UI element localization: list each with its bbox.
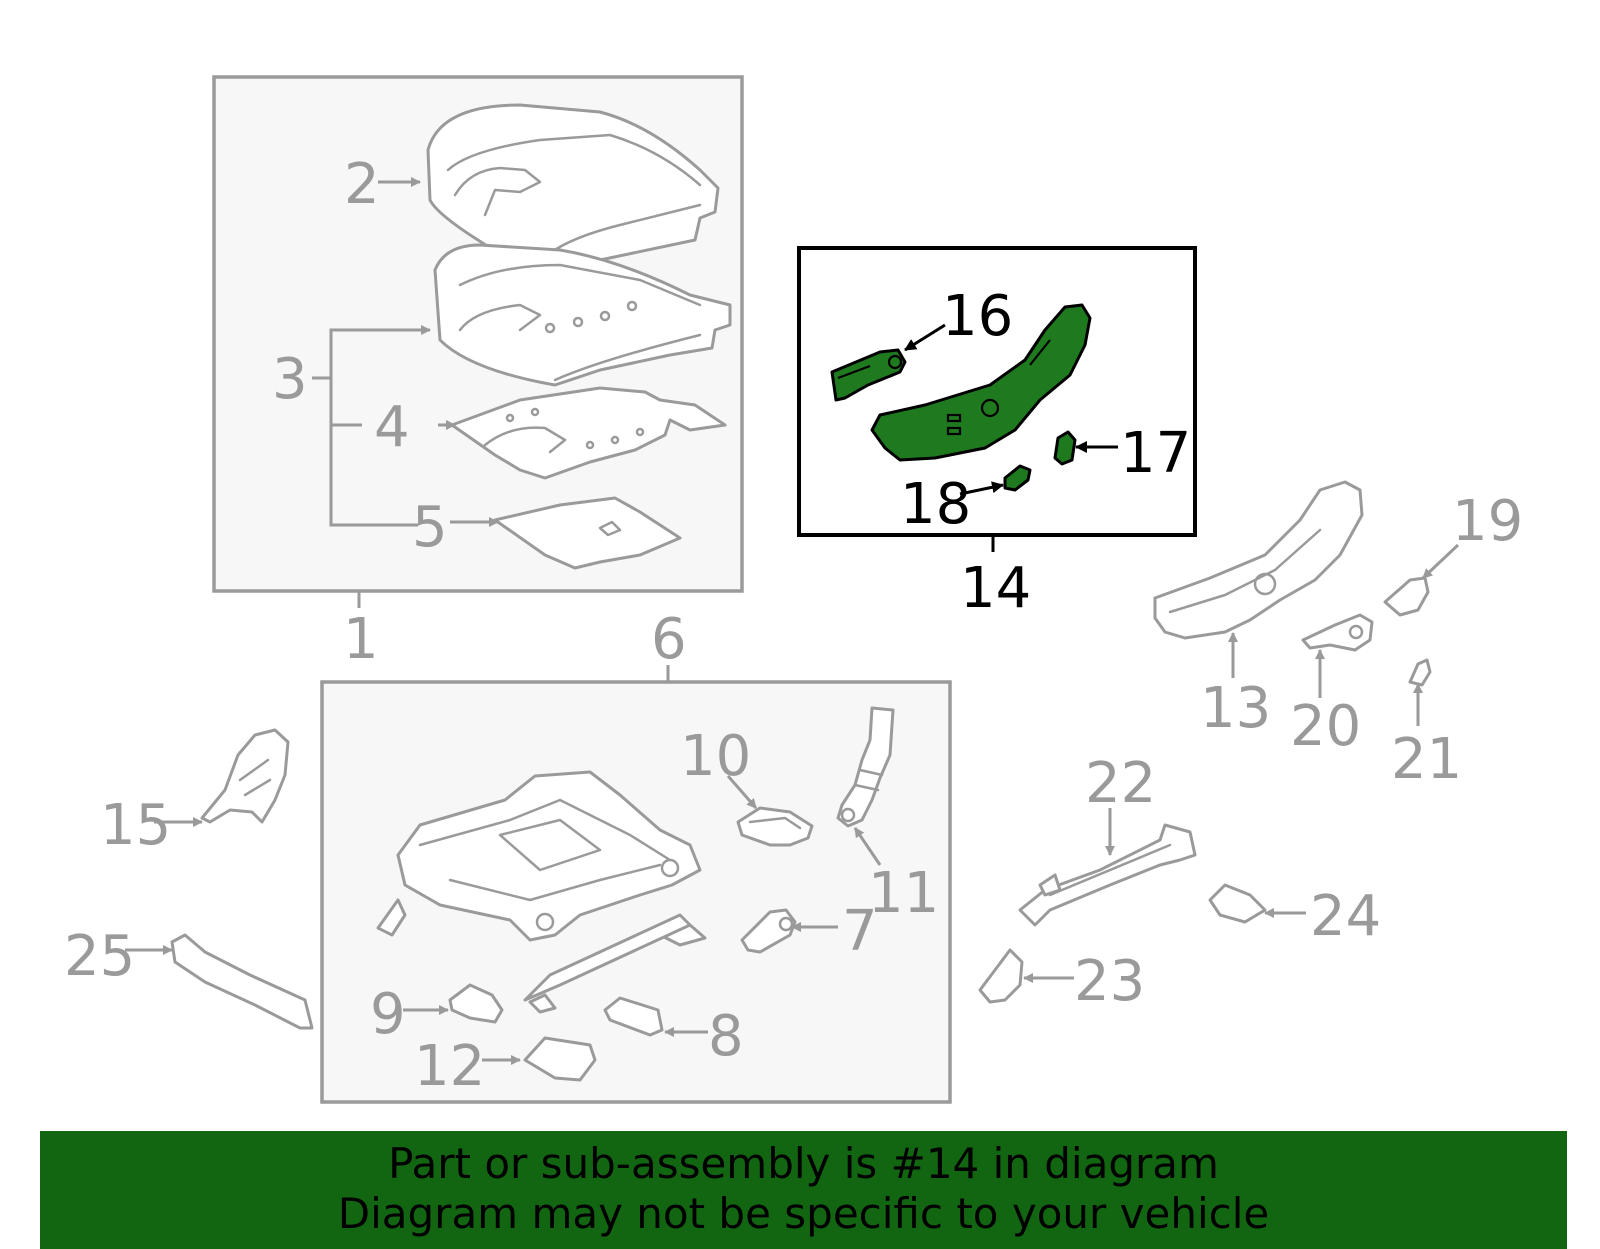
part-9-motor[interactable]	[448, 983, 504, 1024]
info-banner: Part or sub-assembly is #14 in diagram D…	[40, 1131, 1567, 1249]
callout-17: 17	[1120, 421, 1191, 486]
part-22-seat-track[interactable]	[1018, 823, 1197, 927]
part-10-module[interactable]	[736, 806, 814, 847]
part-24-cover[interactable]	[1208, 883, 1267, 924]
callout-7: 7	[842, 899, 878, 964]
part-15-bracket[interactable]	[200, 728, 290, 824]
part-20-lever[interactable]	[1301, 613, 1374, 652]
callout-25: 25	[64, 924, 135, 989]
callout-1: 1	[343, 607, 379, 672]
callout-15: 15	[100, 793, 171, 858]
callout-18: 18	[900, 472, 971, 537]
part-2-cushion-cover[interactable]	[426, 103, 720, 272]
part-19-clip[interactable]	[1383, 576, 1430, 617]
callout-13: 13	[1200, 676, 1271, 741]
part-4-cushion-frame-pad[interactable]	[450, 386, 727, 480]
part-16-motor-switch-highlighted[interactable]	[830, 348, 907, 402]
callout-23: 23	[1074, 949, 1145, 1014]
part-13-side-cover[interactable]	[1153, 480, 1364, 640]
callout-4: 4	[374, 395, 410, 460]
callout-8: 8	[708, 1004, 744, 1069]
callout-22: 22	[1085, 751, 1156, 816]
callout-9: 9	[370, 982, 406, 1047]
banner-line-2: Diagram may not be specific to your vehi…	[337, 1189, 1270, 1238]
part-14-switch-cover-highlighted[interactable]	[870, 303, 1092, 462]
part-21-clip[interactable]	[1408, 658, 1432, 687]
callout-20: 20	[1290, 694, 1361, 759]
part-5-heater-mat[interactable]	[493, 496, 682, 570]
part-23-bracket[interactable]	[978, 948, 1024, 1004]
callout-24: 24	[1310, 884, 1381, 949]
callout-14: 14	[960, 556, 1031, 621]
callout-16: 16	[942, 284, 1013, 349]
banner-line-1: Part or sub-assembly is #14 in diagram	[388, 1139, 1219, 1188]
callout-5: 5	[412, 495, 448, 560]
part-3-cushion-pad[interactable]	[433, 243, 732, 387]
part-18-knob-highlighted[interactable]	[1003, 464, 1032, 492]
part-6-seat-frame[interactable]	[376, 770, 707, 1014]
callout-10: 10	[680, 724, 751, 789]
part-11-belt-buckle[interactable]	[836, 706, 895, 828]
callout-2: 2	[344, 152, 380, 217]
callout-3: 3	[272, 347, 308, 412]
callout-21: 21	[1391, 727, 1462, 792]
callout-11: 11	[868, 861, 939, 926]
callout-19: 19	[1452, 489, 1523, 554]
callout-12: 12	[414, 1034, 485, 1099]
part-12-module[interactable]	[523, 1036, 597, 1082]
callout-6: 6	[651, 607, 687, 672]
part-25-trim[interactable]	[170, 933, 314, 1030]
part-17-knob-highlighted[interactable]	[1053, 430, 1077, 466]
part-8-motor[interactable]	[603, 996, 664, 1037]
